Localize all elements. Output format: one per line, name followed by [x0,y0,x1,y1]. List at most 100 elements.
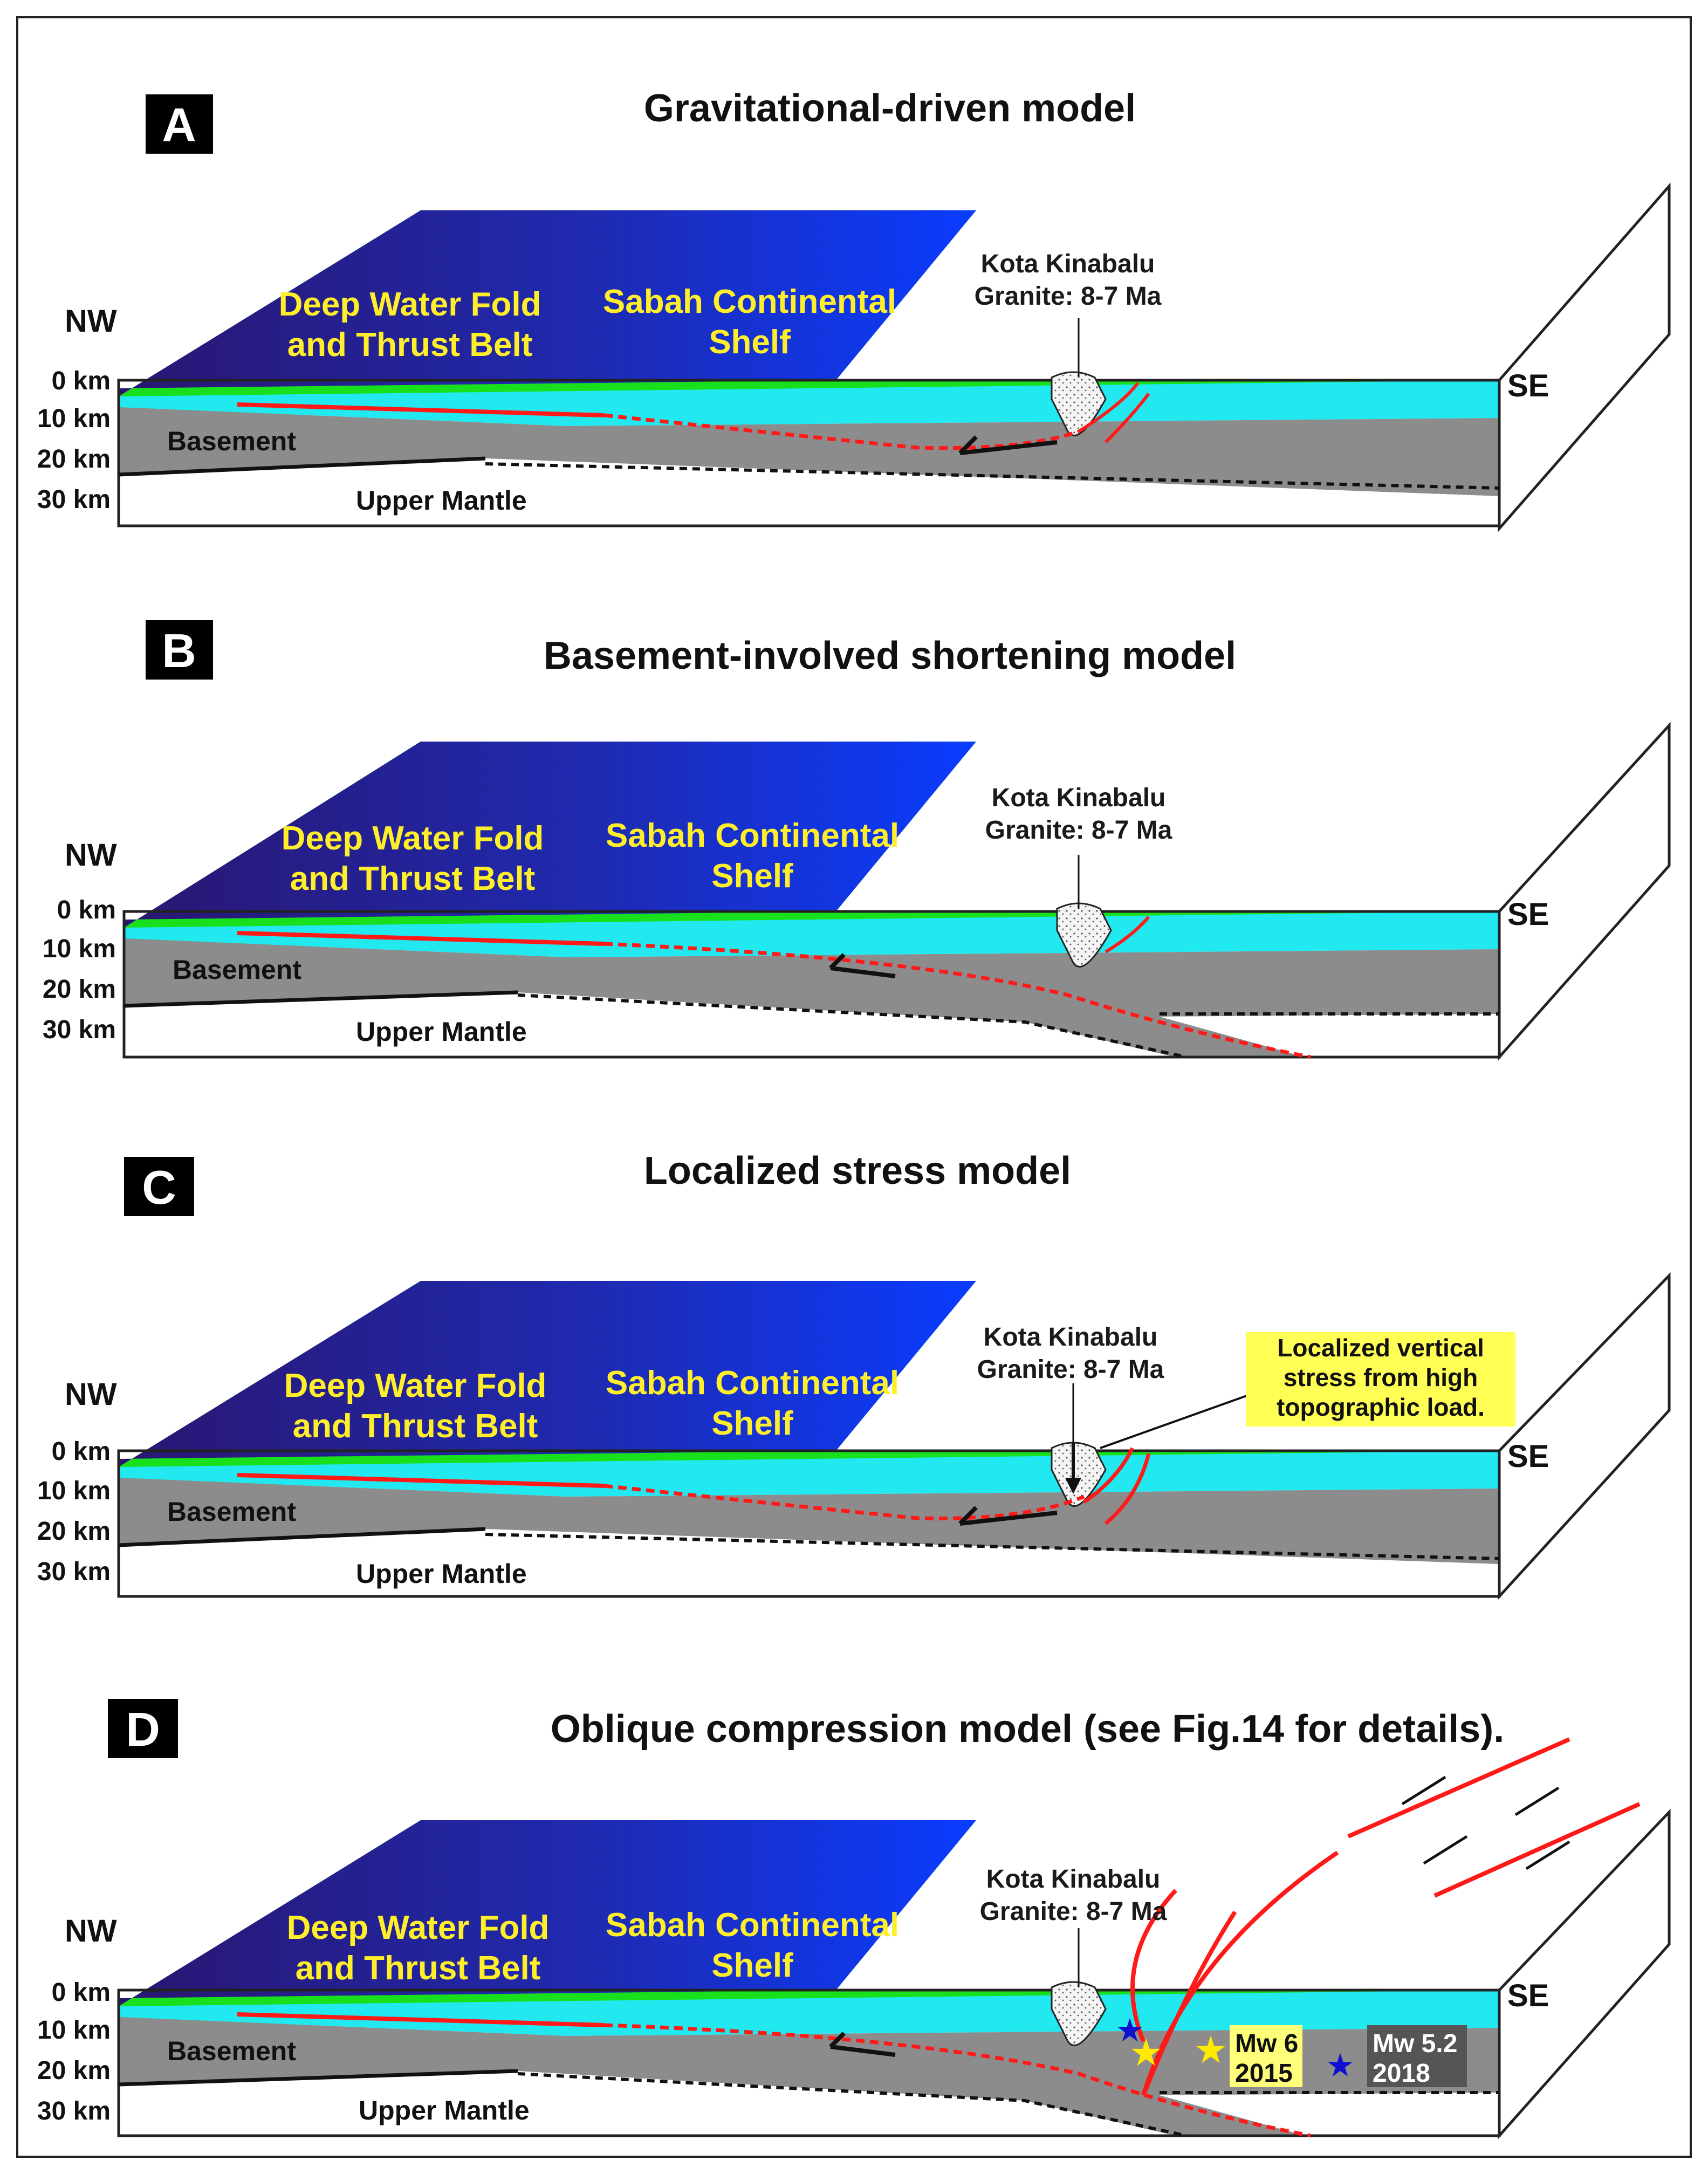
block-outline [117,1988,1501,2137]
strike-slip-fault-1 [1130,1889,1177,2042]
moho-line [118,456,486,477]
shear-arrow [959,440,1058,455]
panel-letter-box [124,1157,194,1216]
block-side [1498,1272,1671,1600]
nw-label: NW [65,1914,117,1949]
depth-20: 20 km [43,975,116,1004]
shelf-label-2: Shelf [711,858,793,895]
granite-body [1056,902,1112,968]
block-outline [117,379,1501,527]
note-leader [1100,1393,1252,1449]
granite-body [1051,1981,1107,2046]
note-line-2: stress from high [1284,1363,1478,1391]
block-outline [117,1449,1501,1598]
deep-water-label-2: and Thrust Belt [293,1408,538,1445]
sea-surface [119,210,976,396]
moho-dashed [485,462,1500,490]
strike-slip-fault-3 [1141,1850,1339,2096]
moho-line [124,990,518,1008]
depth-20: 20 km [37,445,111,474]
arrow-head [829,2032,846,2048]
panel-letter-box [146,620,213,680]
slip-arrows [1401,1775,1570,1870]
panel-title: Basement-involved shortening model [544,634,1236,677]
depth-20: 20 km [37,2056,111,2085]
fault-dashed [603,413,1080,450]
depth-10: 10 km [37,404,111,433]
panel-letter: C [142,1161,176,1214]
basement-layer [124,938,1499,1057]
mantle-label: Upper Mantle [356,1559,527,1589]
basement-layer [119,2017,1499,2136]
note-line-3: topographic load. [1277,1393,1485,1421]
panel-d: D Oblique compression model (see Fig.14 … [37,1699,1671,2139]
quake-2015-star: ★ [1194,2028,1228,2072]
moho-dashed [517,2072,1499,2137]
nw-label: NW [65,304,117,339]
granite-faults [1078,382,1150,444]
basement-label: Basement [173,955,301,985]
deep-water-label-2: and Thrust Belt [296,1950,541,1987]
quake-2018-year: 2018 [1373,2059,1430,2088]
water-layer [124,911,1499,957]
se-label: SE [1507,368,1549,403]
quake-2015-year: 2015 [1235,2059,1293,2088]
shear-arrow [830,2045,896,2057]
panel-title: Gravitational-driven model [644,87,1136,130]
water-layer [119,1990,1499,2036]
depth-20: 20 km [37,1517,111,1546]
panel-a: A Gravitational-driven model Deep Water … [37,87,1671,532]
shelf-label-1: Sabah Continental [606,1906,899,1944]
basement-label: Basement [167,426,296,456]
block-side [1498,1808,1671,2139]
kota-label-2: Granite: 8-7 Ma [985,816,1172,845]
mantle-label: Upper Mantle [356,485,527,516]
figure-frame [16,16,1692,2158]
panel-letter-box [146,94,213,154]
fault-decollement [237,931,605,946]
panel-letter: A [162,98,196,152]
panel-letter-box [108,1699,178,1758]
deep-water-label-1: Deep Water Fold [287,1909,550,1946]
shelf-label-1: Sabah Continental [603,283,896,320]
sea-surface [119,1820,976,2006]
fault-decollement [237,402,605,417]
sea-surface [124,742,976,928]
sea-surface [119,1281,976,1467]
deep-water-label-1: Deep Water Fold [279,286,541,323]
kota-label-2: Granite: 8-7 Ma [977,1355,1164,1384]
fault-dashed [603,2023,1311,2138]
moho-dashed [485,1533,1500,1560]
moho-dashed [517,993,1499,1059]
depth-0: 0 km [52,367,111,395]
basement-layer [119,1478,1499,1564]
panel-letter: B [162,624,196,677]
arrow-head [958,435,978,455]
depth-0: 0 km [57,896,116,924]
kota-label-1: Kota Kinabalu [992,784,1166,812]
arrow-head [958,1506,978,1525]
quake-2015-mag: Mw 6 [1235,2029,1298,2058]
basement-label: Basement [167,2036,296,2066]
fault-dashed [603,1484,1085,1520]
kota-label-2: Granite: 8-7 Ma [975,282,1162,311]
fault-decollement [237,2012,605,2027]
panel-title: Oblique compression model (see Fig.14 fo… [551,1707,1504,1751]
depth-10: 10 km [37,2016,111,2045]
nw-label: NW [65,1377,117,1412]
fault-decollement [237,1473,605,1488]
kota-label-1: Kota Kinabalu [984,1323,1158,1352]
panel-title: Localized stress model [644,1149,1071,1192]
kota-label-2: Granite: 8-7 Ma [980,1897,1167,1926]
quake-2018-star: ★ [1326,2047,1355,2084]
shear-arrow [959,1511,1058,1526]
nw-label: NW [65,838,117,873]
shelf-label-2: Shelf [711,1947,793,1984]
shelf-label-2: Shelf [709,324,791,361]
deep-water-label-2: and Thrust Belt [287,326,533,364]
panel-b: B Basement-involved shortening model Dee… [43,620,1671,1061]
depth-0: 0 km [52,1978,111,2007]
mantle-layer [119,458,1499,526]
note-line-1: Localized vertical [1277,1334,1484,1362]
